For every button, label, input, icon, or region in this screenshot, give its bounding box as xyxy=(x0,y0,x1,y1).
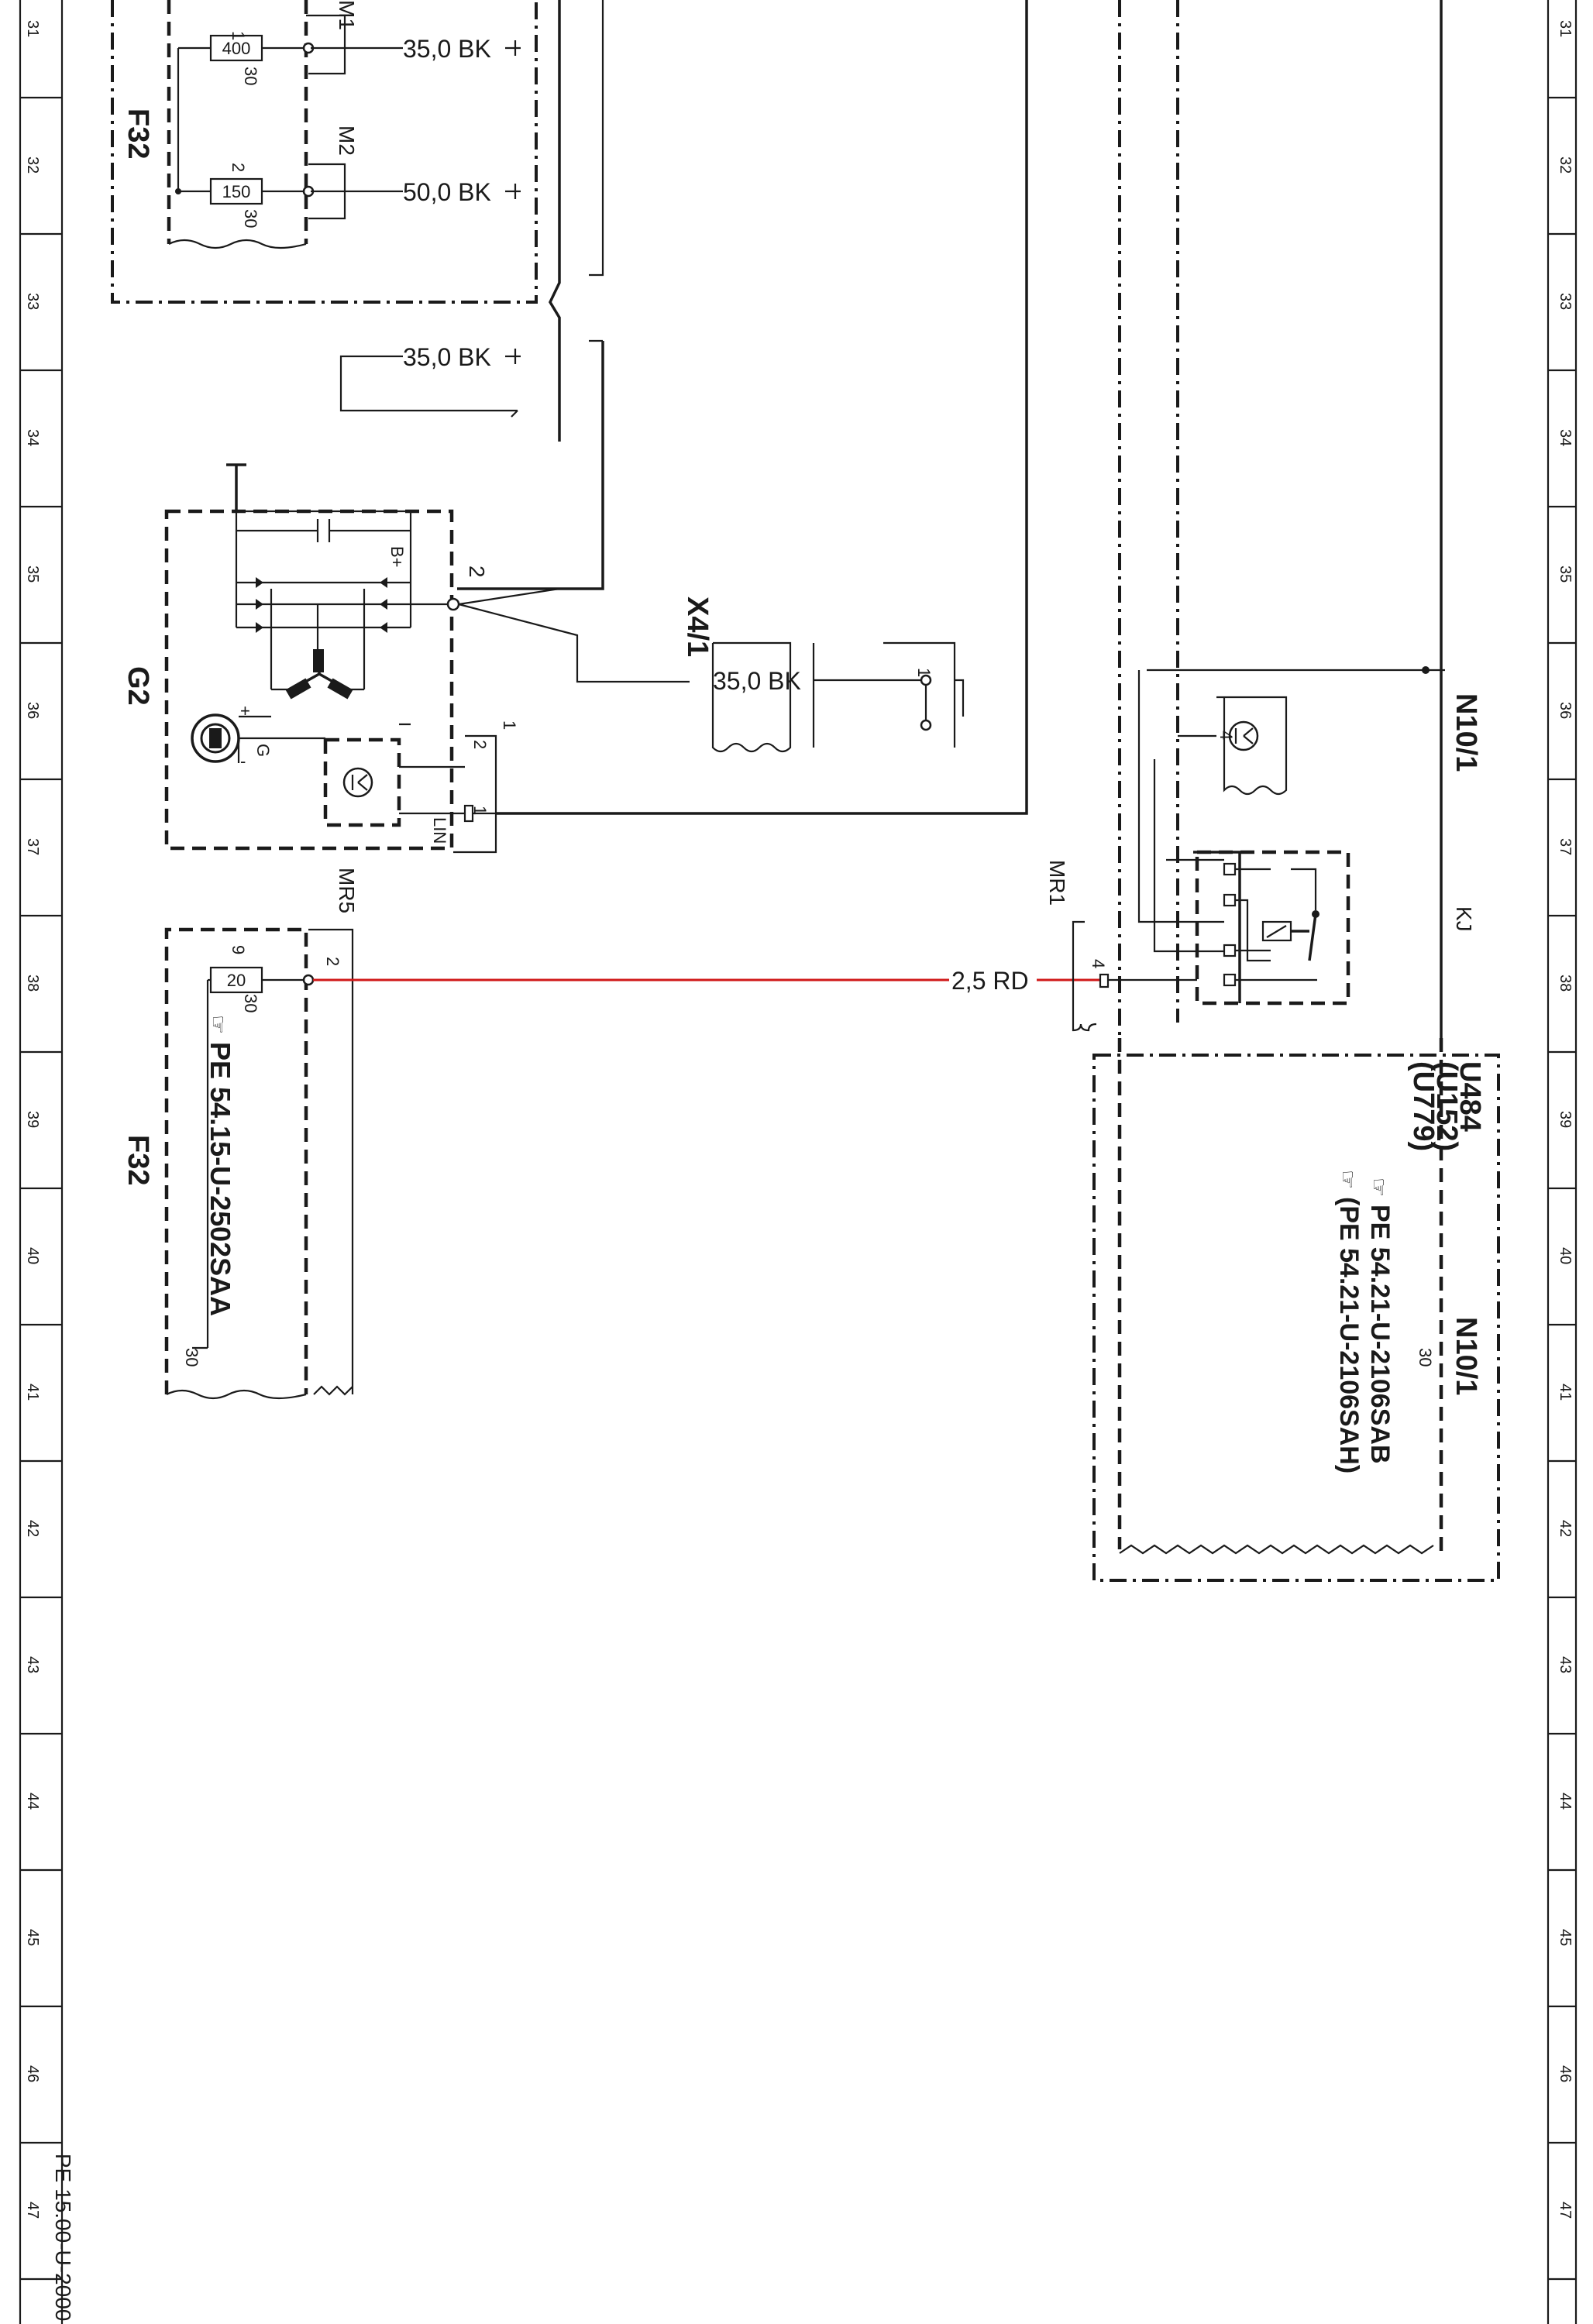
x4-1-label: X4/1 xyxy=(681,596,714,657)
ruler-number: 39 xyxy=(1557,1111,1574,1128)
f32-bottom-ref: PE 54.15-U-2502SAA xyxy=(205,1042,236,1316)
n10-1-bottom-pin: 30 xyxy=(1416,1348,1435,1367)
fuse-20-pin-in: 9 xyxy=(229,945,248,954)
g2-pin-1: 1 xyxy=(500,720,519,730)
ruler-number: 31 xyxy=(1557,20,1574,37)
trunk-wires xyxy=(457,0,1028,815)
fuse-box-f32-bottom: F32 20 9 30 30 ☞ PE 54.15-U-2502SAA MR5 … xyxy=(122,868,359,1400)
x4-1-pin: 1 xyxy=(914,668,934,677)
ruler-number: 45 xyxy=(1557,1929,1574,1946)
fuse-20-value: 20 xyxy=(227,971,246,990)
page-ref: PE 15.00-U-2000 xyxy=(51,2154,75,2321)
ruler-number: 43 xyxy=(24,1656,41,1673)
terminal-m2: M2 xyxy=(335,125,359,156)
terminal-mr5: MR5 xyxy=(335,868,359,913)
ruler-number: 38 xyxy=(1557,975,1574,992)
g2-g: G xyxy=(253,744,273,757)
f32-bottom-label: F32 xyxy=(122,1135,154,1185)
ruler-number: 39 xyxy=(24,1111,41,1128)
n10-1-pin-in: 4 xyxy=(1089,959,1108,968)
fuse-150-pin-out: 30 xyxy=(241,209,260,228)
ruler-number: 42 xyxy=(24,1520,41,1537)
ruler-number: 46 xyxy=(24,2065,41,2082)
n10-1-hand-icon-1: ☞ xyxy=(1367,1177,1391,1197)
wire-35-bk-x4: 35,0 BK xyxy=(713,667,801,695)
ruler-number: 34 xyxy=(24,429,41,446)
red-wire: 2,5 RD xyxy=(313,967,1100,995)
terminal-m1: M1 xyxy=(335,0,359,30)
ruler-number: 37 xyxy=(24,838,41,855)
f32-bottom-pin: 30 xyxy=(182,1348,201,1367)
f32-hand-icon: ☞ xyxy=(206,1015,230,1034)
fuse-400-value: 400 xyxy=(222,39,251,58)
ruler-number: 34 xyxy=(1557,429,1574,446)
n10-1-code-3: (U779) xyxy=(1407,1061,1440,1151)
ruler-number: 43 xyxy=(1557,1656,1574,1673)
n10-1-kj: KJ xyxy=(1452,906,1476,932)
ruler-number: 33 xyxy=(1557,293,1574,310)
ruler-number: 35 xyxy=(1557,566,1574,583)
fuse-400-pin-out: 30 xyxy=(241,67,260,85)
ruler-number: 47 xyxy=(1557,2202,1574,2219)
ruler-number: 36 xyxy=(24,702,41,719)
n10-1-ref-1: PE 54.21-U-2106SAB xyxy=(1365,1205,1395,1464)
connector-x4-1: X4/1 1 35,0 BK xyxy=(681,596,965,753)
n10-1-bottom-label: N10/1 xyxy=(1450,1317,1482,1395)
ruler-number: 31 xyxy=(24,20,41,37)
n10-1-top-label: N10/1 xyxy=(1450,693,1482,772)
f32-top-label: F32 xyxy=(122,108,154,159)
right-ruler: 31 32 33 34 35 36 37 38 39 40 41 42 43 44 45 46 47 xyxy=(1547,0,1578,2324)
g2-pin-main: 2 xyxy=(465,566,489,578)
module-n10-1-top: N10/1 KJ 4 MR1 4 xyxy=(1045,0,1482,1038)
ruler-number: 40 xyxy=(24,1247,41,1264)
alternator-g2: G2 B+ 2 + - G LIN xyxy=(122,463,690,854)
n10-1-code-2: (U152) xyxy=(1430,1061,1463,1151)
g2-lin: LIN xyxy=(430,817,449,844)
ruler-number: 41 xyxy=(24,1384,41,1401)
loose-wire: 35,0 BK xyxy=(339,343,521,418)
ruler-number: 42 xyxy=(1557,1520,1574,1537)
n10-1-hand-icon-2: ☞ xyxy=(1336,1170,1360,1189)
ruler-number: 47 xyxy=(24,2202,41,2219)
ruler-number: 32 xyxy=(24,156,41,174)
n10-1-ref-2: (PE 54.21-U-2106SAH) xyxy=(1334,1197,1364,1473)
ruler-number: 44 xyxy=(1557,1793,1574,1810)
wire-50-bk: 50,0 BK xyxy=(403,178,491,206)
g2-label: G2 xyxy=(122,666,154,706)
ruler-number: 46 xyxy=(1557,2065,1574,2082)
g2-pin-2: 2 xyxy=(470,740,490,749)
ruler-number: 40 xyxy=(1557,1247,1574,1264)
f32-bottom-out-pin: 2 xyxy=(323,957,342,966)
fuse-400-pin-in: 1 xyxy=(229,31,248,40)
ruler-number: 37 xyxy=(1557,838,1574,855)
module-n10-1-bottom: U484 (U152) (U779) N10/1 30 ☞ PE 54.21-U… xyxy=(1092,1038,1500,1582)
fuse-150-value: 150 xyxy=(222,182,251,201)
wire-25-rd: 2,5 RD xyxy=(951,967,1029,995)
g2-minus: - xyxy=(240,751,246,771)
g2-plus: + xyxy=(240,701,250,720)
n10-1-transistor-pin: 4 xyxy=(1216,731,1236,740)
fuse-box-f32-top: F32 400 1 30 M1 35,0 BK 150 xyxy=(111,0,538,304)
g2-bplus: B+ xyxy=(387,546,407,568)
fuse-150: 150 2 30 M2 50,0 BK xyxy=(175,125,521,228)
fuse-400: 400 1 30 M1 35,0 BK xyxy=(177,0,521,194)
ruler-number: 33 xyxy=(24,293,41,310)
ruler-number: 32 xyxy=(1557,156,1574,174)
ruler-number: 41 xyxy=(1557,1384,1574,1401)
fuse-20-pin-out: 30 xyxy=(241,994,260,1012)
ruler-number: 38 xyxy=(24,975,41,992)
ruler-number: 36 xyxy=(1557,702,1574,719)
fuse-150-pin-in: 2 xyxy=(229,163,248,172)
terminal-mr1: MR1 xyxy=(1045,860,1069,906)
ruler-number: 45 xyxy=(24,1929,41,1946)
n10-1-code-1: U484 xyxy=(1454,1061,1486,1132)
ruler-number: 44 xyxy=(24,1793,41,1810)
wire-35-bk-loose: 35,0 BK xyxy=(403,343,491,371)
left-ruler: 31 32 33 34 35 36 37 38 39 40 41 42 43 44 45 46 47 xyxy=(19,0,64,2324)
ruler-number: 35 xyxy=(24,566,41,583)
wire-35-bk-1: 35,0 BK xyxy=(403,35,491,63)
